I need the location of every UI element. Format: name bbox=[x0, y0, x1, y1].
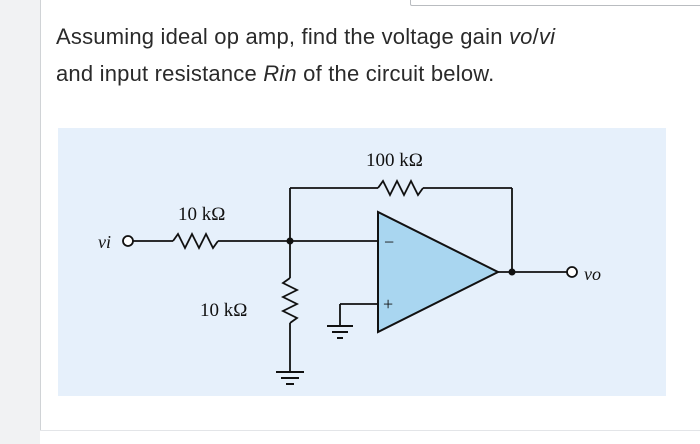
question-line2-suffix: of the circuit below. bbox=[296, 61, 495, 86]
output-terminal-label: vo bbox=[584, 264, 601, 284]
inverting-input-sign: − bbox=[384, 232, 394, 252]
noninverting-ground-icon bbox=[327, 325, 353, 339]
shunt-resistor-label: 10 kΩ bbox=[200, 300, 247, 321]
card-bottom-edge bbox=[40, 430, 700, 444]
noninverting-input-sign: + bbox=[383, 294, 393, 314]
question-line2-prefix: and input resistance bbox=[56, 61, 264, 86]
slash: / bbox=[532, 24, 539, 49]
vi-variable: vi bbox=[538, 24, 556, 49]
shunt-resistor bbox=[280, 277, 300, 324]
question-line1-prefix: Assuming ideal op amp, find the voltage … bbox=[56, 24, 509, 49]
rin-variable: Rin bbox=[263, 61, 297, 86]
input-terminal-label: vi bbox=[98, 232, 111, 252]
op-amp-body bbox=[377, 210, 501, 334]
feedback-resistor bbox=[377, 178, 424, 198]
question-text: Assuming ideal op amp, find the voltage … bbox=[56, 18, 656, 92]
question-line-2: and input resistance Rin of the circuit … bbox=[56, 55, 656, 92]
input-terminal bbox=[122, 235, 134, 247]
answer-input-field[interactable] bbox=[410, 0, 700, 6]
shunt-ground-icon bbox=[276, 371, 304, 385]
circuit-diagram: − + 100 kΩ 10 kΩ 10 kΩ vi vo bbox=[98, 150, 601, 385]
output-terminal bbox=[566, 266, 578, 278]
feedback-resistor-label: 100 kΩ bbox=[366, 150, 423, 171]
input-resistor-label: 10 kΩ bbox=[178, 204, 225, 225]
output-node bbox=[508, 268, 516, 276]
input-resistor bbox=[172, 231, 219, 251]
question-line-1: Assuming ideal op amp, find the voltage … bbox=[56, 18, 656, 55]
circuit-figure: − + 100 kΩ 10 kΩ 10 kΩ vi vo bbox=[58, 128, 666, 396]
vo-variable: vo bbox=[508, 24, 533, 49]
